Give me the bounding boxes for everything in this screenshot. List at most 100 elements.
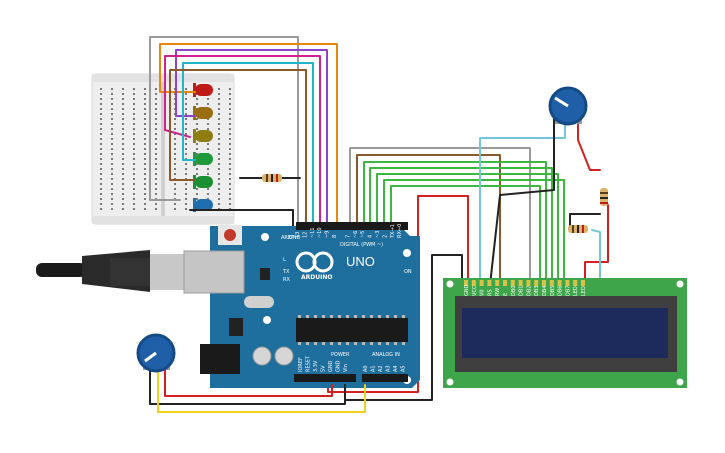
wire-red-pot2 (164, 365, 333, 397)
wire-brown (169, 69, 307, 231)
wire-green-2 (369, 167, 553, 286)
resistor-led (262, 174, 282, 182)
lcd-pin (565, 280, 570, 286)
lcd-pin (534, 280, 539, 286)
wire-red-led (584, 204, 609, 286)
power-pin-label: Vin (343, 364, 349, 372)
lcd-pin (464, 280, 468, 286)
lcd-pin (479, 280, 484, 286)
lcd-pin (487, 280, 492, 286)
power-pin-label: RESET (306, 355, 312, 372)
lcd-pin-label: RW (495, 288, 501, 296)
on-label: ON (404, 269, 412, 275)
brand-label: ARDUINO (301, 274, 332, 281)
lcd-pin (503, 280, 507, 286)
lcd-pin (581, 280, 585, 286)
wire-teal-led (591, 229, 601, 286)
wire-black-gnd (189, 209, 294, 231)
wire-gray (149, 36, 299, 231)
digital-pin-label: ~3 (375, 231, 381, 238)
lcd-pin (510, 280, 515, 286)
digital-pin-label: ~11 (310, 227, 316, 238)
lcd-pin-label: DB3 (534, 286, 540, 296)
resistor-lcd-horizontal (568, 225, 588, 233)
digital-pin-label: ~5 (360, 231, 366, 238)
rx-label: RX (283, 277, 290, 283)
lcd-pin-label: LED (573, 286, 579, 296)
power-pin-label: GND (336, 360, 342, 372)
arduino-board: ARDUINO UNO DIGITAL (PWM ~) POWER ANALOG… (183, 222, 420, 388)
lcd-pin (573, 280, 578, 286)
digital-pin-label: 2 (382, 235, 388, 238)
led-6 (193, 198, 213, 212)
led-4 (193, 152, 213, 166)
lcd-pin-label: DB2 (526, 286, 532, 296)
lcd-pin (495, 280, 500, 286)
led-l-label: L (283, 257, 286, 263)
analog-pin-label: A4 (393, 365, 399, 372)
led-1 (193, 83, 213, 97)
digital-pin-label: ~6 (353, 231, 359, 238)
wire-brown-lcd (356, 154, 501, 286)
digital-pin-label: TX→1 (390, 224, 396, 239)
power-pin-label: 3.3V (313, 360, 319, 372)
digital-pin-label: 13 (295, 232, 301, 238)
wire-yellow-pot2 (157, 365, 366, 413)
analog-label: ANALOG IN (372, 352, 400, 358)
digital-pin-label: 12 (302, 232, 308, 238)
wire-gray-lcd (349, 147, 531, 286)
power-label: POWER (331, 352, 350, 358)
lcd-pin (557, 280, 562, 286)
lcd-pin-label: V0 (480, 289, 486, 296)
power-pin-label: IOREF (298, 357, 304, 372)
digital-pin-label: RX←0 (397, 224, 403, 238)
power-pin-label: GND (328, 360, 334, 372)
tx-label: TX (282, 269, 290, 275)
aref-label: AREF (281, 235, 294, 241)
led-5 (193, 175, 213, 189)
wire-orange (159, 43, 338, 231)
model-label: UNO (346, 254, 375, 269)
digital-pin-label: 7 (345, 235, 351, 238)
analog-pin-label: A2 (378, 365, 384, 372)
wire-green-1 (363, 161, 547, 286)
lcd-screen (462, 308, 668, 358)
lcd-pin-label: GND (464, 284, 470, 296)
lcd-pin-label: LED (581, 286, 587, 296)
resistor-lcd-vertical (600, 188, 608, 206)
analog-pin-label: A1 (371, 365, 377, 372)
digital-pin-label: ~9 (325, 231, 331, 238)
analog-pin-label: A0 (363, 365, 369, 372)
lcd-pin-label: E (503, 293, 509, 296)
digital-label: DIGITAL (PWM ~) (340, 242, 383, 248)
wire-black-pot2 (149, 365, 346, 405)
potentiometer-analog (136, 333, 366, 413)
lcd-pin (542, 280, 546, 286)
wire-green-5 (390, 185, 541, 286)
power-pin-label: 5V (321, 365, 327, 372)
arduino-logo: ARDUINO (295, 251, 334, 281)
led-3 (193, 129, 213, 143)
wire-cyan (182, 62, 314, 231)
lcd-pin (471, 280, 476, 286)
wire-black-pot (489, 109, 555, 286)
digital-pin-label: 8 (332, 235, 338, 238)
digital-pin-label: 4 (368, 235, 374, 238)
lcd-pin-label: DB7 (565, 286, 571, 296)
lcd-pin (518, 280, 523, 286)
lcd-pin (549, 280, 554, 286)
potentiometer-lcd (548, 86, 588, 126)
wire-red-pot (577, 119, 601, 171)
chip-pins (298, 315, 405, 345)
lcd-pin-label: DB4 (542, 286, 548, 296)
wire-green-3 (376, 173, 559, 286)
wire-teal-pot (479, 119, 566, 286)
wire-green-4 (383, 179, 565, 286)
lcd-pin-label: DB6 (558, 286, 564, 296)
digital-pin-label: ~10 (317, 227, 323, 238)
analog-pin-label: A5 (401, 365, 407, 372)
wire-black-led (569, 213, 601, 231)
